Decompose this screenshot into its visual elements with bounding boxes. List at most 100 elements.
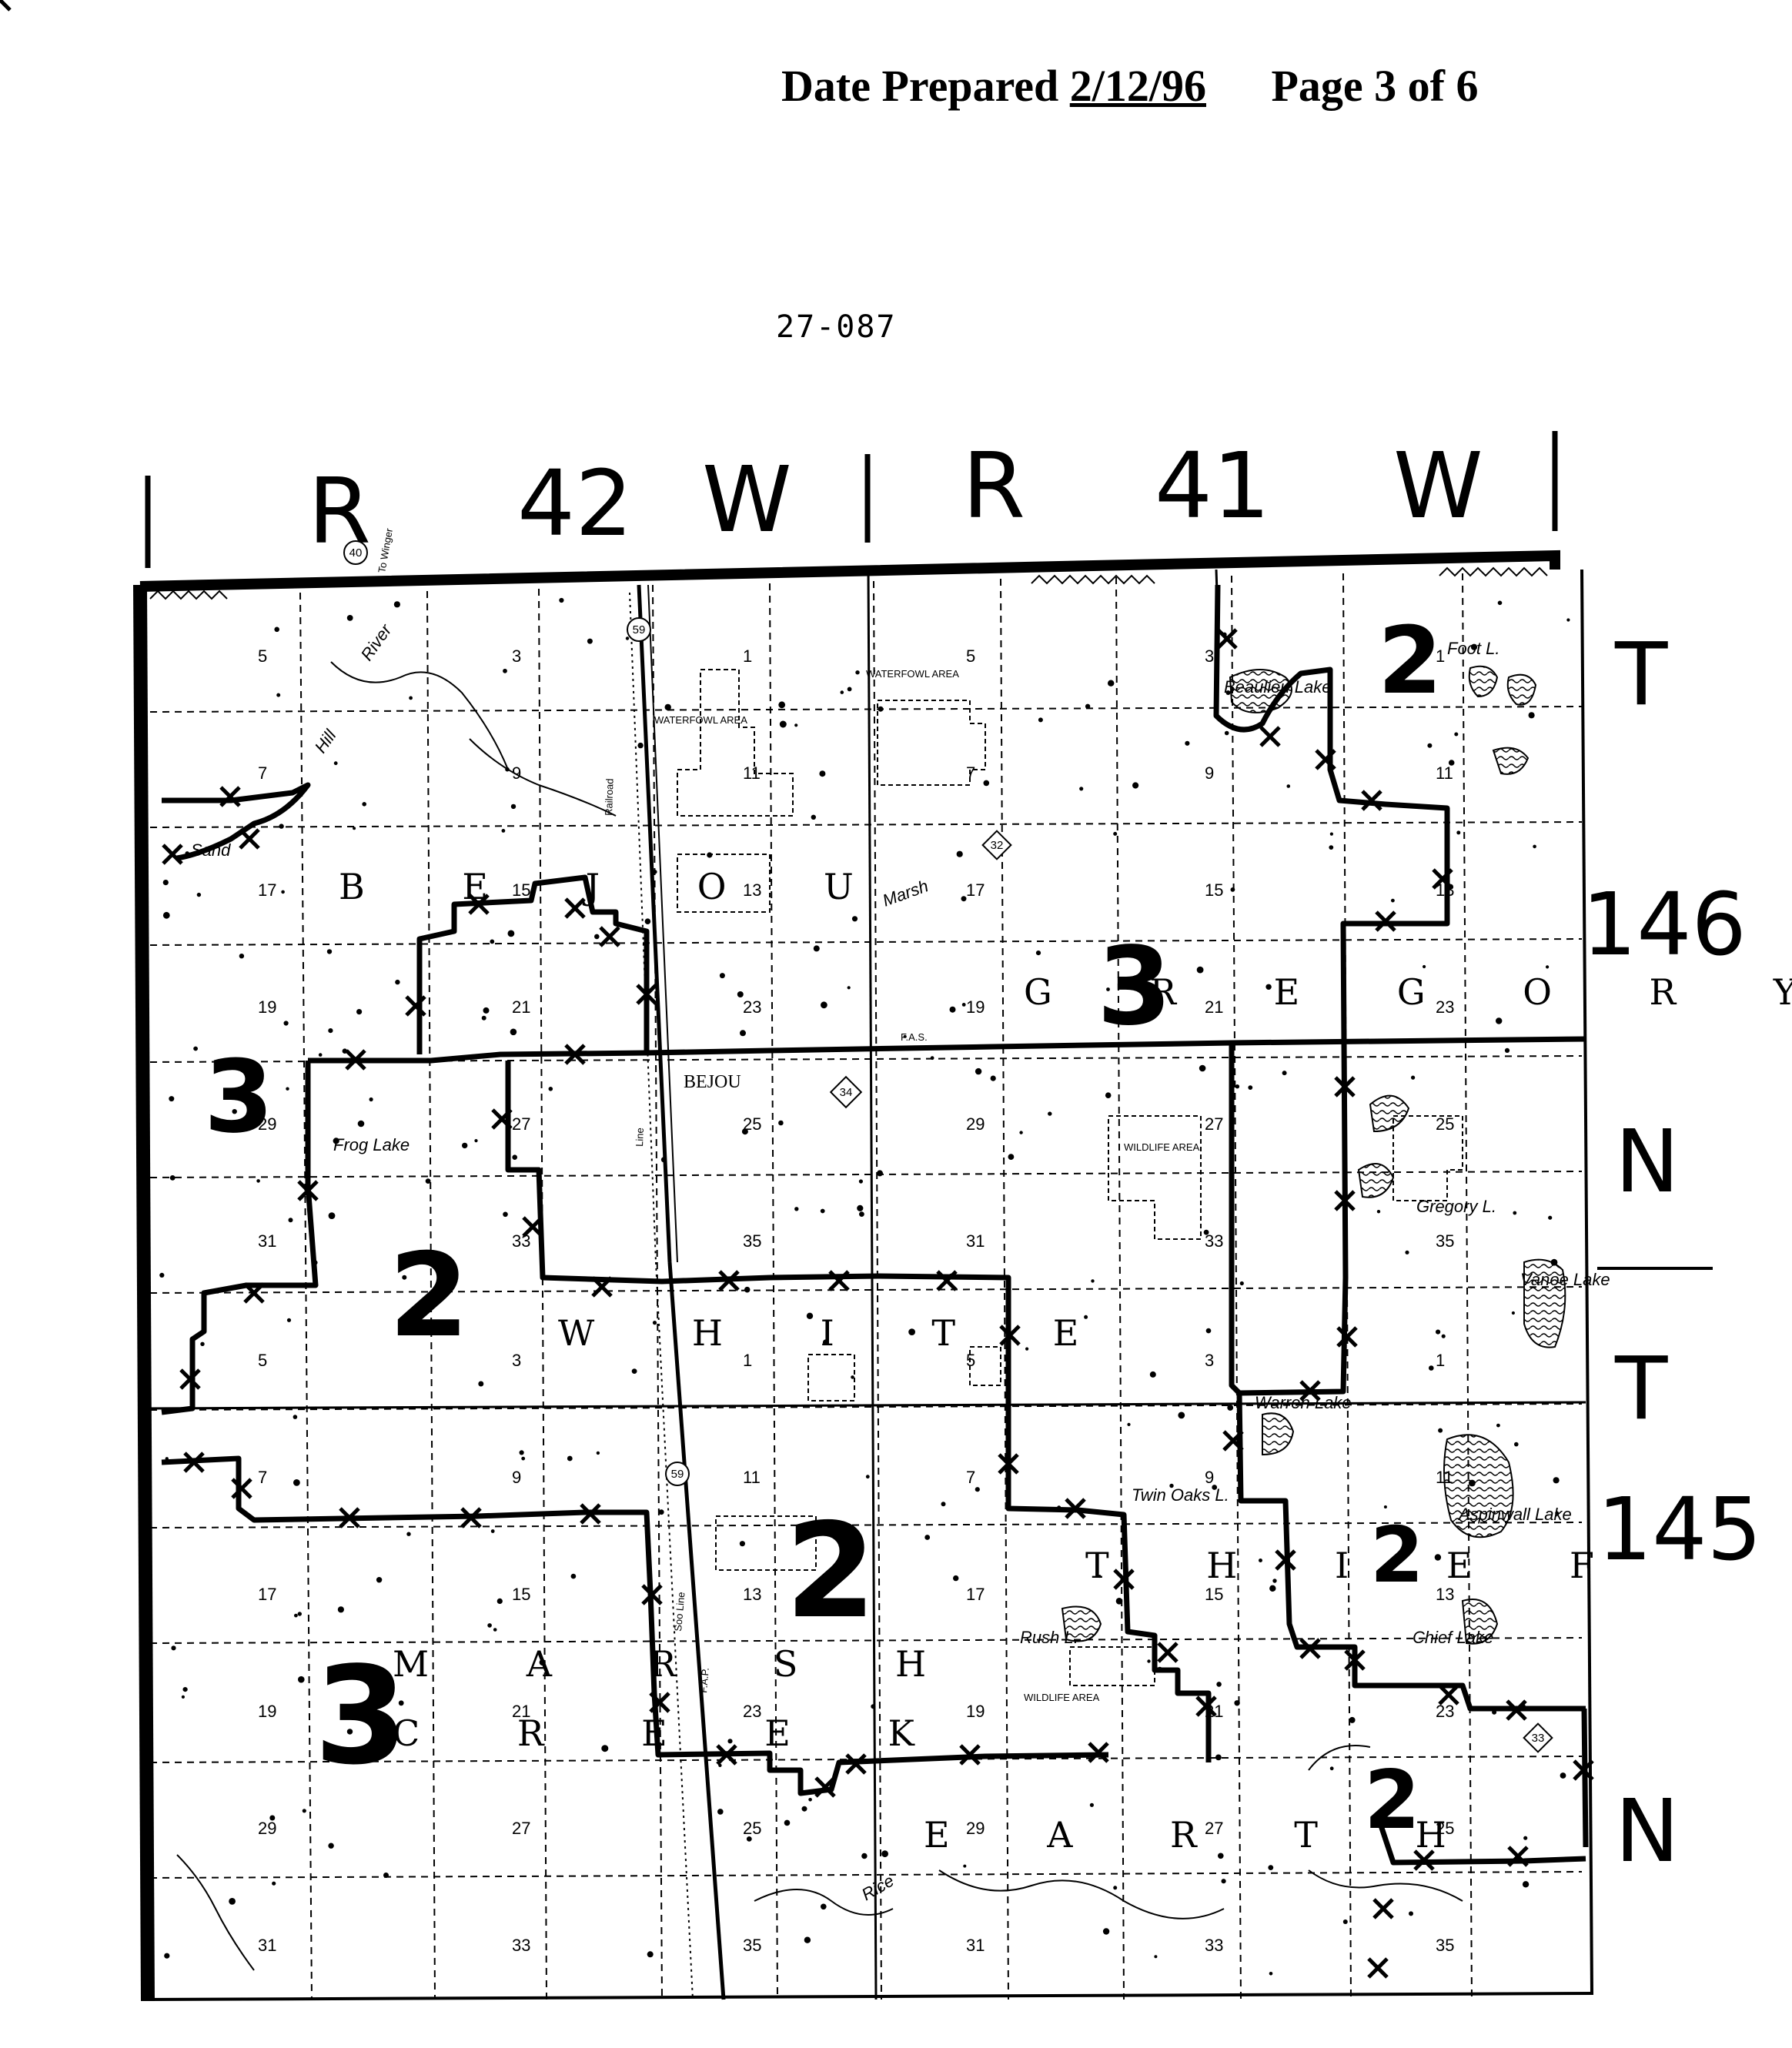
farmstead-dot	[1492, 1709, 1497, 1715]
section-number: 9	[1205, 763, 1214, 783]
section-number: 7	[258, 1468, 267, 1487]
farmstead-dot	[1469, 1479, 1476, 1487]
farmstead-dot	[594, 934, 600, 940]
farmstead-dot	[406, 1532, 411, 1536]
farmstead-dot	[239, 954, 245, 959]
farmstead-dot	[1199, 1064, 1206, 1072]
section-number: 21	[1205, 997, 1223, 1017]
section-number: 25	[1436, 1819, 1454, 1838]
farmstead-dot	[313, 1260, 318, 1265]
section-number: 13	[1436, 1585, 1454, 1604]
farmstead-dot	[200, 1341, 205, 1347]
township-name-creek: C R E E K	[393, 1712, 958, 1754]
vanoe-lake-label: Vanoe Lake	[1520, 1270, 1610, 1289]
section-number: 3	[1205, 1351, 1214, 1370]
farmstead-dot	[493, 1628, 497, 1632]
township-name-gregory: G R E G O R Y	[1024, 971, 1792, 1013]
farmstead-dot	[601, 1745, 609, 1752]
section-number: 33	[1205, 1231, 1223, 1251]
farmstead-dot	[393, 601, 400, 608]
farmstead-dot	[1098, 1575, 1102, 1579]
farmstead-dot	[1038, 717, 1043, 723]
farmstead-dot	[1048, 1111, 1052, 1116]
farmstead-dot	[193, 1046, 198, 1051]
farmstead-dot	[1230, 887, 1235, 892]
farmstead-dot	[164, 1953, 170, 1959]
farmstead-dot	[342, 1048, 348, 1054]
section-number: 11	[1436, 1468, 1453, 1487]
farmstead-dot	[740, 1030, 746, 1037]
farmstead-dot	[1454, 732, 1459, 737]
farmstead-dot	[229, 1898, 236, 1905]
village-bejou: BEJOU	[684, 1072, 741, 1092]
farmstead-dot	[298, 1675, 305, 1683]
beaulieu-lake-label: Beaulieu Lake	[1224, 677, 1331, 697]
vanoe-lake-shape	[1523, 1258, 1566, 1348]
farmstead-dot	[369, 1097, 373, 1102]
section-number: 13	[743, 1585, 761, 1604]
farmstead-dot	[425, 1178, 431, 1184]
farmstead-dot	[490, 939, 495, 944]
farmstead-dot	[1329, 1766, 1334, 1771]
section-number: 21	[1205, 1702, 1223, 1721]
farmstead-dot	[357, 1120, 365, 1128]
farmstead-dot	[293, 1415, 298, 1419]
section-number: 29	[966, 1114, 985, 1134]
township-t-146: T	[1614, 625, 1668, 725]
farmstead-dot	[1234, 1700, 1240, 1706]
railroad-label: Railroad	[603, 778, 616, 816]
farmstead-dot	[1203, 1229, 1209, 1235]
township-name-earth: E A R T H	[924, 1814, 1489, 1856]
farmstead-dot	[794, 1207, 799, 1211]
farmstead-dots	[159, 597, 1570, 1976]
section-number: 17	[258, 880, 276, 900]
farmstead-dot	[1269, 1972, 1273, 1976]
farmstead-dot	[746, 1836, 752, 1842]
farmstead-dot	[286, 1318, 292, 1322]
farmstead-dot	[409, 696, 413, 700]
wildlife-area-label-1: WILDLIFE AREA	[1124, 1141, 1200, 1153]
farmstead-dot	[1239, 1281, 1244, 1286]
farmstead-dot	[956, 850, 963, 857]
farmstead-dot	[1504, 1047, 1510, 1053]
farmstead-dot	[1533, 844, 1536, 849]
section-number: 5	[966, 1351, 975, 1370]
farmstead-dot	[196, 892, 202, 897]
farmstead-dot	[778, 1120, 784, 1126]
section-number: 9	[1205, 1468, 1214, 1487]
farmstead-dot	[794, 723, 798, 727]
farmstead-dot	[1514, 1442, 1519, 1447]
boundary-x-marks	[0, 0, 12, 12]
farmstead-dot	[1154, 1955, 1158, 1959]
farmstead-dot	[171, 1645, 176, 1651]
header-line: Date Prepared 2/12/96 Page 3 of 6	[781, 60, 1479, 112]
section-number: 15	[1205, 880, 1223, 900]
aspinwall-lake-label: Aspinwall Lake	[1457, 1505, 1572, 1524]
farmstead-dot	[1215, 1754, 1222, 1761]
range-header	[145, 431, 1558, 568]
to-winger-label: To Winger	[376, 527, 395, 574]
district-number-3-gregory: 3	[1097, 924, 1172, 1050]
farmstead-dot	[1212, 1485, 1218, 1490]
farmstead-dot	[1185, 740, 1190, 746]
farmstead-dot	[652, 1321, 657, 1325]
farmstead-dot	[1522, 1881, 1530, 1888]
route-shield-33: 33	[1523, 1722, 1553, 1753]
farmstead-dot	[1156, 1666, 1163, 1673]
farmstead-dot	[1272, 1579, 1277, 1583]
township-number-145: 145	[1597, 1480, 1762, 1580]
farmstead-dot	[274, 626, 280, 633]
farmstead-dot	[658, 1509, 664, 1515]
farmstead-dot	[548, 1087, 553, 1091]
farmstead-dot	[707, 852, 713, 858]
district-number-2-earth: 2	[1364, 1753, 1420, 1847]
farmstead-dot	[829, 1602, 834, 1607]
district-number-2-northeast: 2	[1378, 608, 1443, 715]
farmstead-dot	[821, 1001, 827, 1009]
farmstead-dot	[283, 1021, 289, 1026]
farmstead-dot	[1224, 730, 1229, 736]
waterfowl-area-label-1: WATERFOWL AREA	[654, 714, 747, 726]
farmstead-dot	[478, 1381, 484, 1387]
section-number: 33	[512, 1231, 530, 1251]
farmstead-dot	[1523, 1836, 1528, 1840]
